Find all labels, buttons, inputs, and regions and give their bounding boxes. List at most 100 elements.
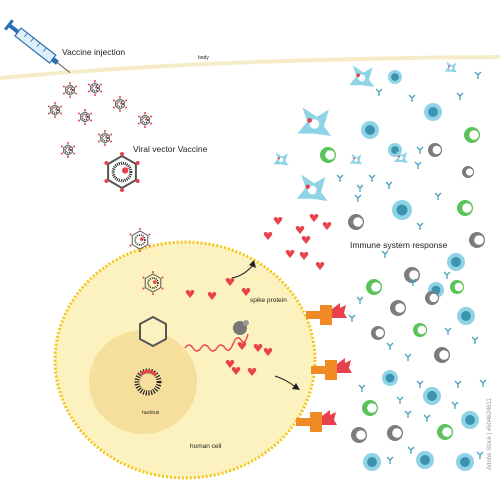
antibody-icon (396, 396, 404, 404)
immune-cell-icon (388, 70, 402, 84)
antibody-icon (416, 380, 424, 388)
lymphocyte-icon (437, 424, 453, 440)
macrophage-icon (444, 61, 458, 73)
lymphocyte-icon (434, 347, 450, 363)
syringe-icon (4, 19, 71, 74)
lymphocyte-icon (371, 326, 385, 340)
antibody-icon (356, 296, 364, 304)
antibody-icon (479, 379, 487, 387)
antibody-icon (443, 271, 451, 279)
antibody-icon (386, 342, 394, 350)
immune-cell-icon (456, 453, 474, 471)
spike-protein-icon (263, 348, 273, 356)
immune-cell-icon (363, 453, 381, 471)
cell-nucleus (89, 330, 197, 434)
lymphocyte-icon (348, 214, 364, 230)
macrophage-icon (296, 174, 328, 201)
antibody-icon (375, 88, 383, 96)
spike-protein-icon (301, 236, 311, 244)
antibody-icon (385, 181, 393, 189)
spike-protein-icon (315, 262, 325, 270)
spike-protein-icon (207, 292, 217, 300)
receptor-3 (296, 410, 337, 432)
antibody-icon (404, 353, 412, 361)
antibody-icon (356, 184, 364, 192)
antibody-icon (474, 71, 482, 79)
lymphocyte-icon (428, 143, 442, 157)
viral-vector-vaccine-label: Viral vector Vaccine (133, 144, 208, 154)
vaccine-injection-label: Vaccine injection (62, 47, 126, 57)
spike-protein-icon (285, 250, 295, 258)
antibody-icon (354, 194, 362, 202)
lymphocyte-icon (320, 147, 336, 163)
spike-protein-icon (295, 226, 305, 234)
lymphocyte-icon (464, 127, 480, 143)
antibody-icon (408, 94, 416, 102)
immune-cell-icon (392, 200, 412, 220)
spike-protein-icon (231, 367, 241, 375)
vaccine-particle-icon (77, 109, 93, 125)
human-cell-label: human cell (190, 443, 222, 450)
spike-protein-icon (237, 342, 247, 350)
antibody-icon (358, 384, 366, 392)
lymphocyte-icon (366, 279, 382, 295)
spike-protein-icon (253, 344, 263, 352)
lymphocyte-icon (351, 427, 367, 443)
lymphocyte-icon (457, 200, 473, 216)
antibody-icon (386, 456, 394, 464)
capsid-hexagon (139, 315, 167, 348)
body-line (0, 55, 500, 80)
immune-cell-icon (447, 253, 465, 271)
spike-protein-icon (273, 217, 283, 225)
lymphocyte-icon (462, 166, 474, 178)
immune-cell-icon (461, 411, 479, 429)
vaccine-particle-icon (129, 228, 151, 252)
vaccine-particle-icon (142, 271, 164, 295)
immune-cell-icon (423, 387, 441, 405)
antibody-icon (423, 414, 431, 422)
vaccine-particle-icon (62, 82, 78, 98)
spike-protein-icon (247, 368, 257, 376)
vaccine-particle-icon (97, 130, 113, 146)
mrna-strand (184, 333, 249, 352)
antibody-icon (414, 161, 422, 169)
spike-protein-icon (263, 232, 273, 240)
watermark-text: Adobe Stock | #504624611 (487, 398, 493, 470)
macrophage-icon (273, 152, 289, 166)
vaccine-particle-icon (47, 102, 63, 118)
spike-protein-icon (225, 360, 235, 368)
lymphocyte-icon (390, 300, 406, 316)
lymphocyte-icon (413, 323, 427, 337)
antibody-icon (407, 446, 415, 454)
antibody-icon (348, 314, 356, 322)
spike-protein-icon (322, 222, 332, 230)
antibody-icon (451, 401, 459, 409)
vaccine-particle-icon (137, 112, 153, 128)
antibody-icon (471, 336, 479, 344)
immune-cell-icon (361, 121, 379, 139)
vaccine-particle-icon (104, 152, 140, 192)
receptor-1 (306, 303, 347, 325)
spike-protein-label: spike protein (250, 297, 287, 304)
lymphocyte-icon (450, 280, 464, 294)
immune-cell-icon (424, 103, 442, 121)
macrophage-icon (349, 65, 375, 87)
immune-cell-icon (416, 451, 434, 469)
lymphocyte-icon (469, 232, 485, 248)
antibody-icon (456, 92, 464, 100)
nucleus-dna-icon (134, 368, 162, 396)
immune-cell-icon (382, 370, 398, 386)
macrophage-icon (394, 151, 408, 163)
antibody-icon (454, 380, 462, 388)
lymphocyte-icon (362, 400, 378, 416)
immune-cell-icon (457, 307, 475, 325)
macrophage-icon (349, 153, 363, 165)
nucleus-label: nucleus (142, 410, 160, 416)
antibody-icon (381, 250, 389, 258)
antibody-icon (336, 174, 344, 182)
ribosome-icon (233, 320, 249, 335)
antibody-icon (409, 278, 417, 286)
vaccine-particle-icon (87, 80, 103, 96)
antibody-icon (476, 451, 484, 459)
